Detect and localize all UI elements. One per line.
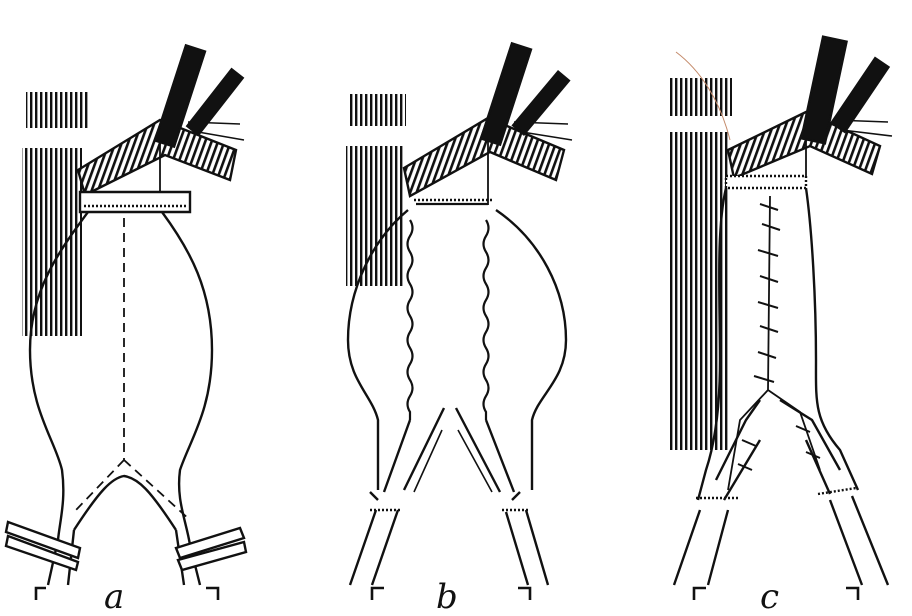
panel-c (668, 37, 892, 600)
spine-block-upper-b (350, 94, 406, 126)
panel-a (6, 45, 246, 600)
panel-label-b: b (436, 577, 458, 616)
panel-label-a: a (104, 577, 124, 616)
spine-block-lower-b (346, 146, 404, 286)
graft-cuff-c (726, 176, 806, 188)
spine-block-lower-c (668, 132, 730, 450)
panel-b (346, 43, 572, 600)
spine-block-upper-c (670, 78, 732, 116)
graft-body-b (408, 204, 489, 420)
iliac-clamp-right-a (176, 528, 246, 570)
panel-label-c: c (760, 577, 779, 616)
iliac-clamp-left-a (6, 522, 80, 570)
suture-line-c (728, 196, 820, 490)
spine-block-upper-a (26, 92, 88, 128)
spine-block-lower-a (22, 148, 82, 336)
